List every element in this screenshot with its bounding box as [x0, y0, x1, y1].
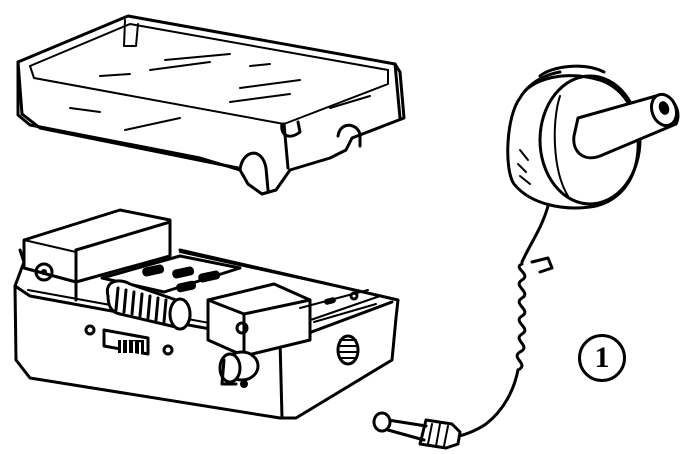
callout-number: 1	[578, 334, 626, 382]
housing-base	[13, 208, 400, 420]
transparent-lid	[16, 14, 406, 196]
probe-connector	[372, 411, 462, 450]
coiled-cable	[448, 204, 554, 440]
transducer-unit	[506, 64, 680, 210]
